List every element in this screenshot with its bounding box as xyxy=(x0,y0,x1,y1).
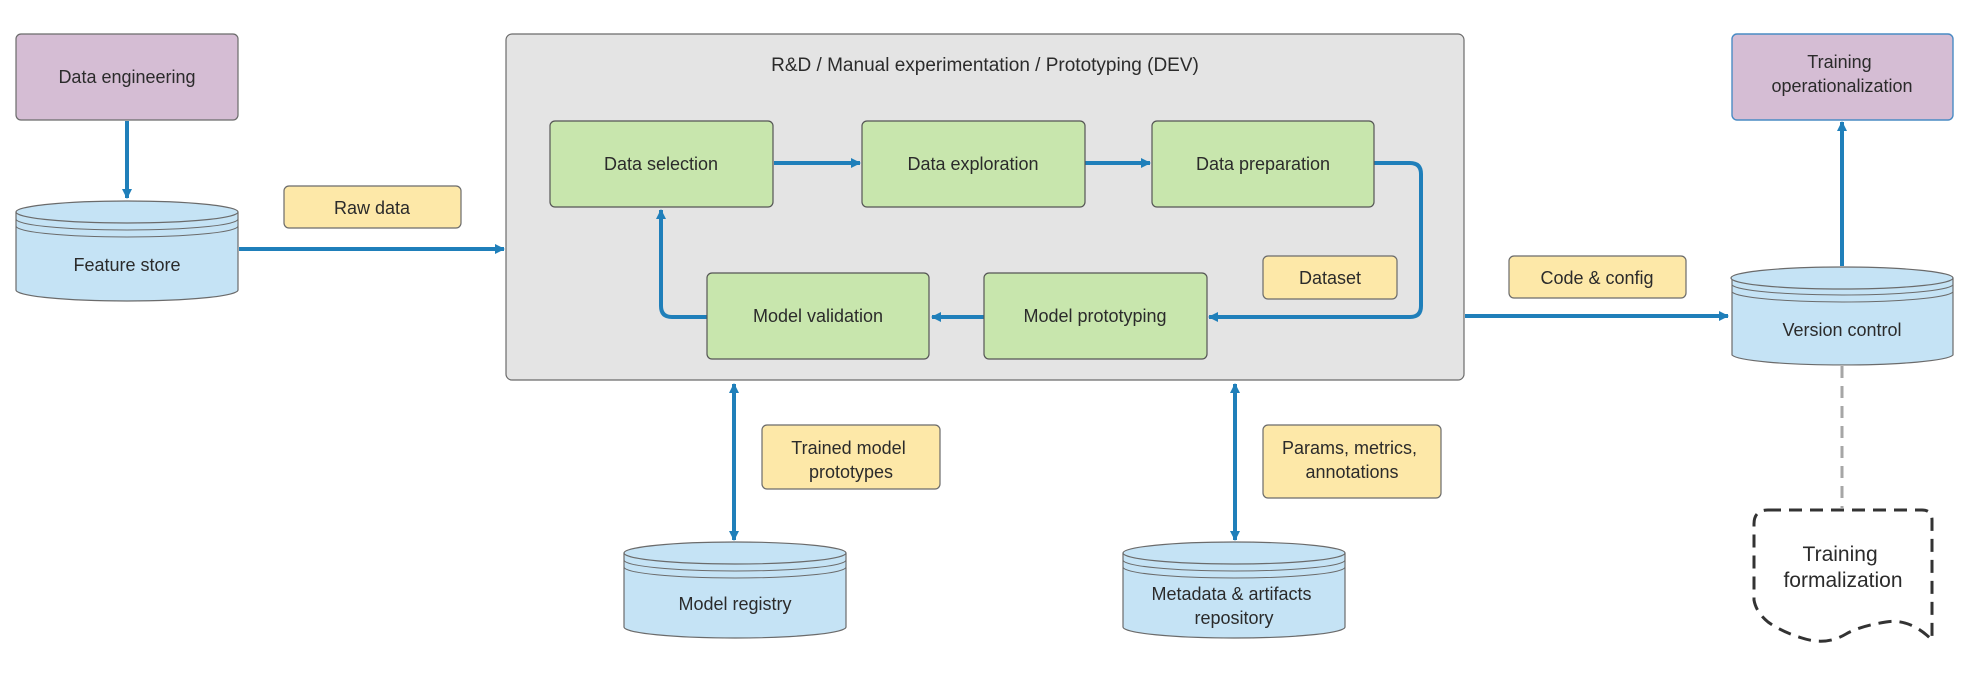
node-training-operationalization: Training operationalization xyxy=(1731,33,1954,121)
trained-model-line-1: Trained model xyxy=(791,438,905,458)
node-training-formalization: Training formalization xyxy=(1752,508,1934,644)
node-model-validation-label: Model validation xyxy=(753,306,883,326)
label-dataset: Dataset xyxy=(1262,255,1398,300)
label-raw-data: Raw data xyxy=(283,185,462,229)
formalization-line-1: Training xyxy=(1803,543,1878,566)
trained-model-line-2: prototypes xyxy=(809,462,893,482)
dev-container-title: R&D / Manual experimentation / Prototypi… xyxy=(771,55,1199,76)
store-model-registry: Model registry xyxy=(623,541,847,639)
label-dataset-text: Dataset xyxy=(1299,268,1361,288)
label-params-metrics: Params, metrics, annotations xyxy=(1262,424,1442,499)
metadata-line-1: Metadata & artifacts xyxy=(1151,584,1311,604)
arrow-preparation-to-prototyping xyxy=(1208,161,1423,322)
params-line-2: annotations xyxy=(1305,462,1398,482)
metadata-line-2: repository xyxy=(1194,608,1273,628)
store-model-registry-label: Model registry xyxy=(678,594,791,614)
formalization-line-2: formalization xyxy=(1783,569,1902,592)
store-version-control: Version control xyxy=(1730,266,1954,366)
store-feature-store: Feature store xyxy=(15,200,239,302)
label-code-config-text: Code & config xyxy=(1540,268,1653,288)
training-op-line-1: Training xyxy=(1807,52,1871,72)
node-data-selection-label: Data selection xyxy=(604,154,718,174)
node-training-operationalization-label: Training operationalization xyxy=(1771,52,1912,96)
training-op-line-2: operationalization xyxy=(1771,76,1912,96)
node-data-preparation: Data preparation xyxy=(1151,120,1375,208)
arrow-validation-to-selection xyxy=(656,209,707,319)
node-data-exploration-label: Data exploration xyxy=(907,154,1038,174)
store-metadata-repository-label: Metadata & artifacts repository xyxy=(1151,584,1316,628)
node-data-engineering-label: Data engineering xyxy=(58,67,195,87)
label-trained-model-prototypes: Trained model prototypes xyxy=(761,424,941,490)
label-params-metrics-text: Params, metrics, annotations xyxy=(1282,438,1422,482)
node-model-validation: Model validation xyxy=(706,272,930,360)
node-data-exploration: Data exploration xyxy=(861,120,1086,208)
store-feature-store-label: Feature store xyxy=(73,255,180,275)
label-raw-data-text: Raw data xyxy=(334,198,411,218)
node-model-prototyping-label: Model prototyping xyxy=(1023,306,1166,326)
node-training-formalization-label: Training formalization xyxy=(1783,543,1902,592)
node-model-prototyping: Model prototyping xyxy=(983,272,1208,360)
label-code-config: Code & config xyxy=(1508,255,1687,299)
node-data-selection: Data selection xyxy=(549,120,774,208)
params-line-1: Params, metrics, xyxy=(1282,438,1417,458)
label-trained-model-prototypes-text: Trained model prototypes xyxy=(791,438,910,482)
connectors xyxy=(122,121,1847,541)
store-version-control-label: Version control xyxy=(1782,320,1901,340)
node-data-preparation-label: Data preparation xyxy=(1196,154,1330,174)
store-metadata-repository: Metadata & artifacts repository xyxy=(1122,541,1346,639)
node-data-engineering: Data engineering xyxy=(15,33,239,121)
